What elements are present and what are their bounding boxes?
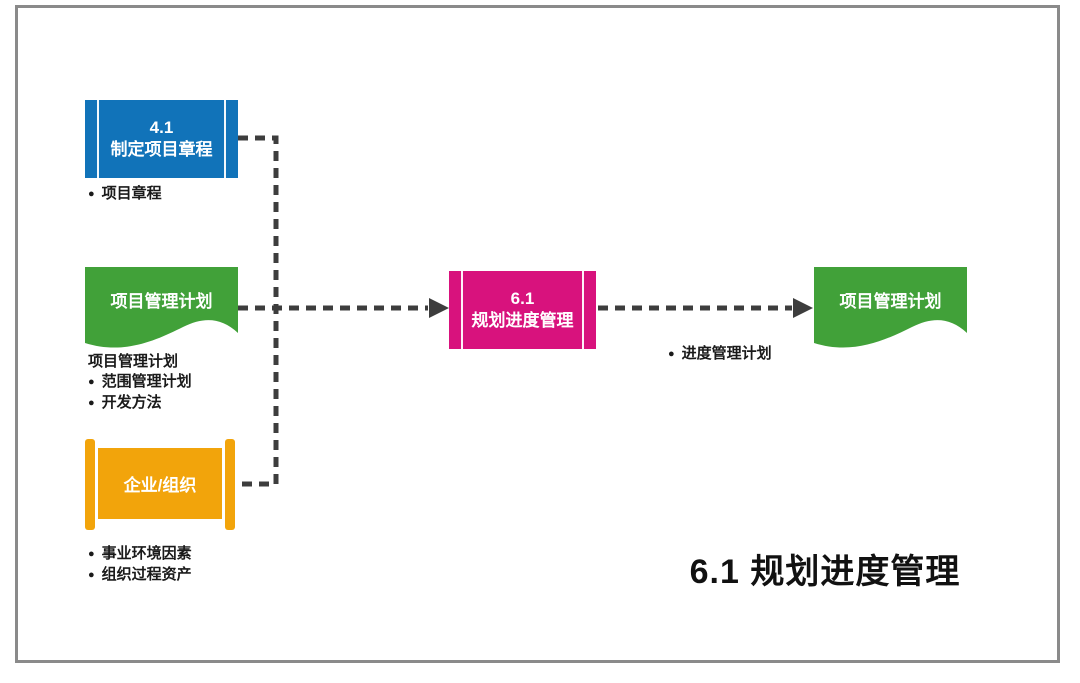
note-item: 开发方法 (88, 393, 192, 414)
document-pm-plan-input: 项目管理计划 (85, 267, 238, 352)
process-box-plan-schedule-management: 6.1 规划进度管理 (449, 271, 596, 349)
note-heading: 项目管理计划 (88, 353, 179, 370)
process-output-notes: 进度管理计划 (668, 344, 772, 365)
enterprise-detail-notes: 事业环境因素 组织过程资产 (88, 544, 192, 586)
document-shape (85, 267, 238, 348)
process-box-label: 4.1 制定项目章程 (111, 117, 213, 161)
process-id: 4.1 (149, 117, 174, 137)
note-item: 项目章程 (88, 184, 162, 205)
process-box-innerline (97, 100, 99, 178)
process-box-develop-charter: 4.1 制定项目章程 (85, 100, 238, 178)
diagram-caption: 6.1 规划进度管理 (689, 553, 961, 591)
process-id: 6.1 (510, 288, 535, 308)
document-shape (814, 267, 967, 348)
enterprise-label: 企业/组织 (98, 448, 222, 519)
note-item: 组织过程资产 (88, 565, 192, 586)
note-item: 进度管理计划 (668, 344, 772, 365)
note-item: 事业环境因素 (88, 544, 192, 565)
process-box-innerline (582, 271, 584, 349)
document-label: 项目管理计划 (839, 292, 942, 311)
charter-output-notes: 项目章程 (88, 184, 162, 205)
process-box-label: 6.1 规划进度管理 (472, 288, 574, 332)
pm-plan-detail-notes: 项目管理计划 范围管理计划 开发方法 (88, 352, 192, 414)
scroll-bar-right (225, 439, 235, 530)
process-name: 规划进度管理 (471, 311, 574, 330)
process-box-innerline (461, 271, 463, 349)
note-item: 范围管理计划 (88, 372, 192, 393)
document-pm-plan-output: 项目管理计划 (814, 267, 967, 352)
process-box-innerline (224, 100, 226, 178)
scroll-bar-left (85, 439, 95, 530)
enterprise-organization-shape: 企业/组织 (85, 439, 235, 530)
document-label: 项目管理计划 (110, 292, 213, 311)
process-name: 制定项目章程 (110, 140, 213, 159)
